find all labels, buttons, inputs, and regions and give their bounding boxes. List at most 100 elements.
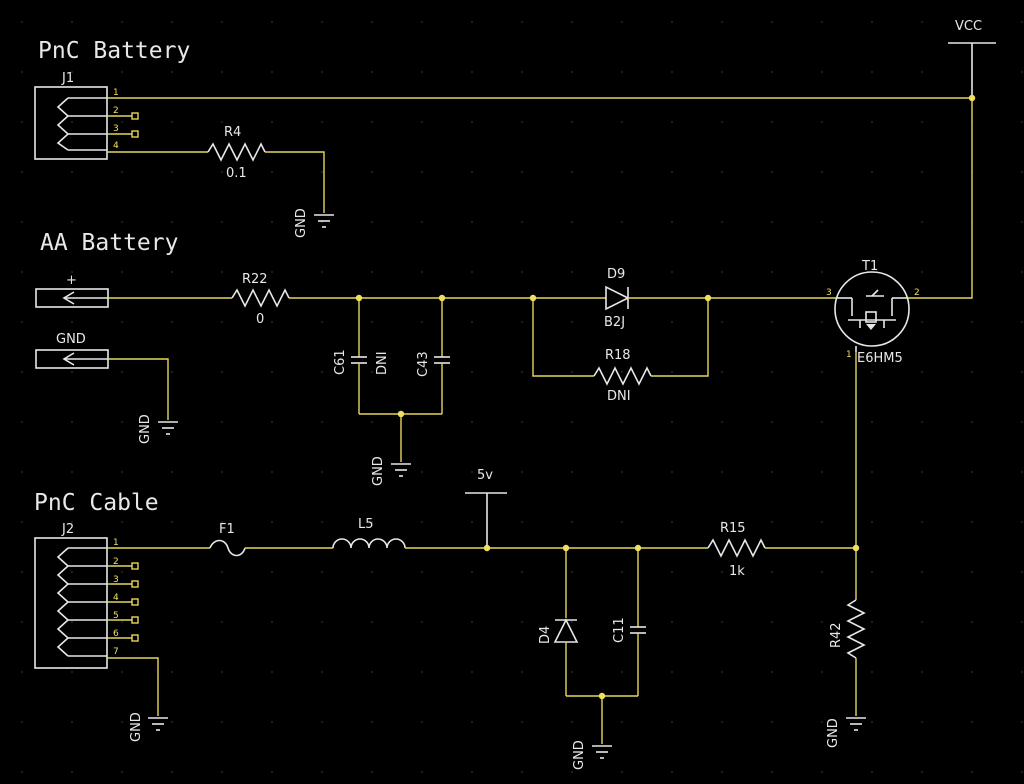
capacitor-c43: C43 [416, 351, 450, 377]
grid-dot [671, 21, 673, 23]
grid-dot [271, 621, 273, 623]
title-aa-battery: AA Battery [40, 230, 178, 256]
grid-dot [621, 271, 623, 273]
r15-value: 1k [729, 564, 745, 579]
grid-dot [721, 321, 723, 323]
grid-dot [21, 671, 23, 673]
grid-dot [621, 71, 623, 73]
grid-dot [1021, 71, 1023, 73]
grid-dot [771, 421, 773, 423]
grid-dot [271, 171, 273, 173]
grid-dot [321, 271, 323, 273]
grid-dot [521, 521, 523, 523]
grid-dot [421, 721, 423, 723]
grid-dot [721, 471, 723, 473]
grid-dot [971, 771, 973, 773]
j2-ref: J2 [61, 522, 74, 537]
grid-dot [371, 221, 373, 223]
j1-pin-4: 4 [113, 141, 119, 151]
junction-dot [852, 544, 860, 552]
gnd-symbol-r4: GND [294, 208, 334, 238]
t1-pin-2: 2 [914, 288, 920, 298]
grid-dot [571, 371, 573, 373]
grid-dot [521, 471, 523, 473]
grid-dot [321, 371, 323, 373]
5v-rail: 5v [465, 468, 507, 548]
grid-dot [771, 521, 773, 523]
grid-dot [971, 721, 973, 723]
grid-dot [821, 271, 823, 273]
grid-dot [121, 21, 123, 23]
grid-dot [671, 671, 673, 673]
grid-dot [721, 521, 723, 523]
grid-dot [71, 521, 73, 523]
grid-dot [571, 421, 573, 423]
grid-dot [1021, 671, 1023, 673]
grid-dot [321, 621, 323, 623]
grid-dot [471, 521, 473, 523]
grid-dot [171, 371, 173, 373]
j2-pin-1: 1 [113, 538, 119, 548]
grid-dot [1021, 21, 1023, 23]
grid-dot [921, 571, 923, 573]
grid-dot [871, 221, 873, 223]
resistor-r15: R15 1k [707, 521, 766, 579]
connector-j2: J2 1 2 3 4 5 6 7 [34, 522, 139, 669]
grid-dot [221, 71, 223, 73]
r18-value: DNI [607, 389, 631, 404]
grid-dot [721, 221, 723, 223]
grid-dot [21, 271, 23, 273]
d9-value: B2J [604, 315, 625, 330]
grid-dot [871, 621, 873, 623]
grid-dot [71, 471, 73, 473]
grid-dot [921, 471, 923, 473]
grid-dot [421, 521, 423, 523]
grid-dot [771, 271, 773, 273]
grid-dot [1021, 771, 1023, 773]
grid-dot [871, 471, 873, 473]
diode-d9: D9 B2J [604, 267, 630, 330]
grid-dot [721, 421, 723, 423]
junction-dot [562, 544, 570, 552]
grid-dot [271, 471, 273, 473]
grid-dot [821, 621, 823, 623]
grid-dot [921, 121, 923, 123]
grid-dot [171, 671, 173, 673]
grid-dot [671, 371, 673, 373]
grid-dot [271, 371, 273, 373]
grid-dot [471, 171, 473, 173]
grid-dot [821, 171, 823, 173]
grid-dot [871, 521, 873, 523]
gnd-label-r42: GND [826, 718, 841, 748]
grid-dot [871, 171, 873, 173]
grid-dot [971, 421, 973, 423]
resistor-r4: R4 0.1 [207, 125, 266, 181]
grid-dot [971, 321, 973, 323]
grid-dot [71, 421, 73, 423]
grid-dot [421, 421, 423, 423]
t1-pin-1: 1 [846, 350, 852, 360]
grid-dot [621, 421, 623, 423]
grid-dot [171, 621, 173, 623]
grid-dot [371, 721, 373, 723]
grid-dot [671, 471, 673, 473]
grid-dot [271, 21, 273, 23]
grid-dot [721, 571, 723, 573]
wire-j2-gnd [107, 657, 159, 716]
grid-dot [21, 721, 23, 723]
j2-pin-2: 2 [113, 557, 119, 567]
grid-dot [71, 221, 73, 223]
grid-dot [671, 571, 673, 573]
grid-dot [521, 571, 523, 573]
grid-dot [821, 721, 823, 723]
grid-dot [321, 771, 323, 773]
grid-dot [71, 71, 73, 73]
grid-dot [271, 671, 273, 673]
grid-dot [821, 221, 823, 223]
grid-dot [771, 171, 773, 173]
grid-dot [471, 121, 473, 123]
grid-dot [771, 721, 773, 723]
grid-dot [371, 471, 373, 473]
fuse-f1: F1 [209, 522, 246, 557]
grid-dot [121, 371, 123, 373]
